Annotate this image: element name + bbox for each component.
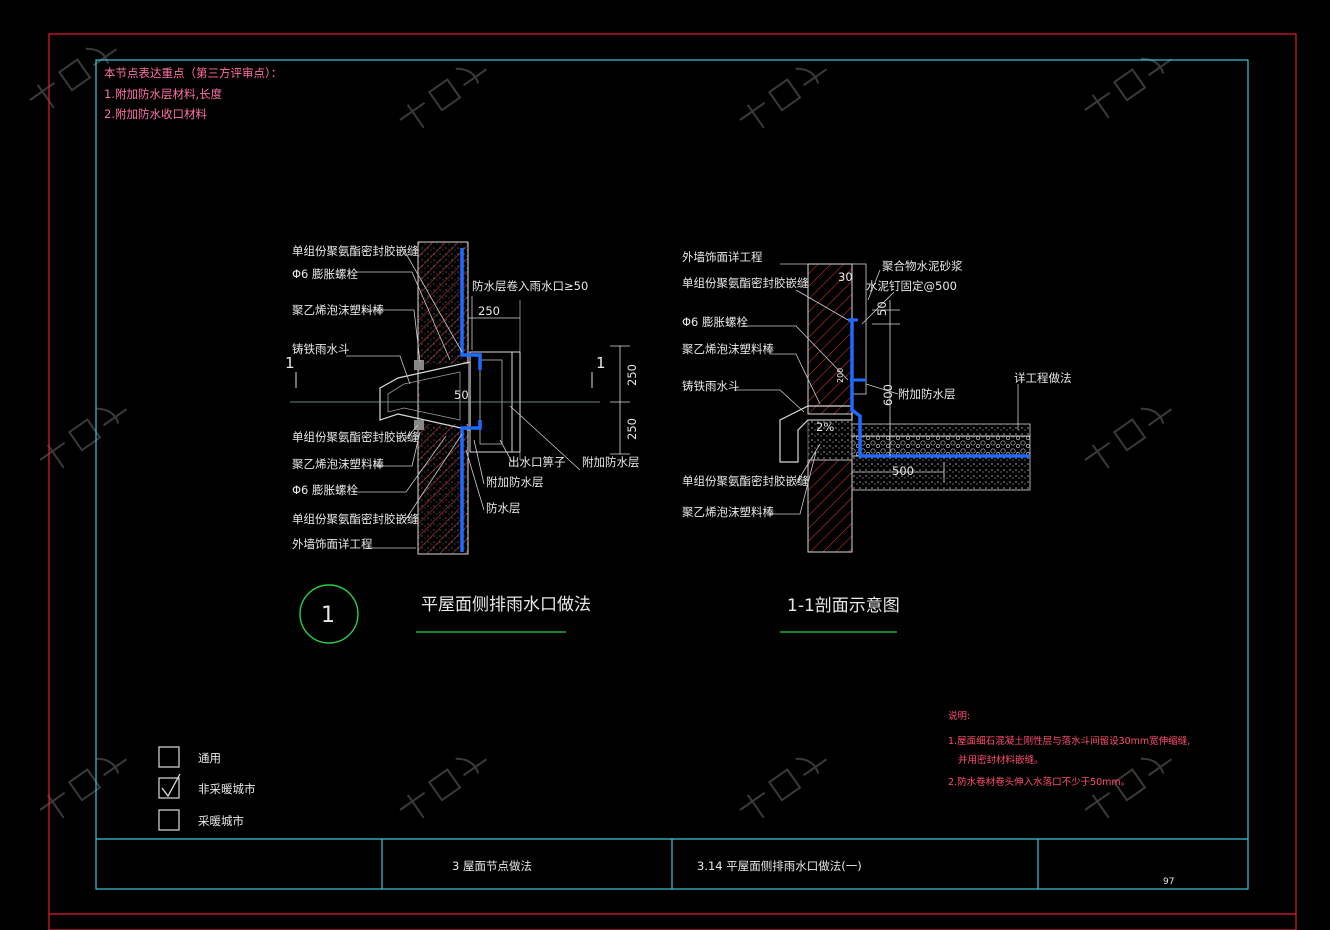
label2-finish: 外墙饰面详工程 (682, 250, 763, 264)
label2-slope: 2% (816, 420, 834, 434)
label2-foam: 聚乙烯泡沫塑料棒 (682, 342, 774, 356)
label2-mortar: 聚合物水泥砂浆 (882, 259, 963, 273)
label-additional: 附加防水层 (486, 475, 544, 489)
label2-drain: 铸铁雨水斗 (682, 379, 740, 393)
check-icon (161, 773, 181, 798)
title-block-drawing: 3.14 平屋面侧排雨水口做法(一) (697, 859, 862, 873)
detail-2-title: 1-1剖面示意图 (787, 596, 900, 616)
label2-foam-low: 聚乙烯泡沫塑料棒 (682, 505, 774, 519)
legend-label-heating: 采暖城市 (198, 814, 244, 828)
explanation-line-2: 并用密封材料嵌缝。 (958, 754, 1044, 766)
dim2-30: 30 (838, 270, 853, 284)
explanation-notes: 说明: 1.屋面细石混凝土刚性层与落水斗间留设30mm宽伸缩缝, 并用密封材料嵌… (948, 710, 1190, 788)
notes-heading: 本节点表达重点（第三方评审点）： (104, 66, 282, 80)
notes-item-2: 2.附加防水收口材料 (104, 107, 207, 121)
detail-1-labels: 单组份聚氨酯密封胶嵌缝 Φ6 膨胀螺栓 聚乙烯泡沫塑料棒 铸铁雨水斗 单组份聚氨… (285, 244, 640, 551)
label-sealant-low: 单组份聚氨酯密封胶嵌缝 (292, 512, 419, 526)
dim-250-top: 250 (478, 304, 500, 318)
dim2-50: 50 (875, 301, 889, 316)
watermark (29, 47, 1173, 819)
detail-1-drawing (290, 241, 630, 555)
label2-sealant-low: 单组份聚氨酯密封胶嵌缝 (682, 474, 809, 488)
label-bolt-top: Φ6 膨胀螺栓 (292, 267, 359, 281)
label-drain: 铸铁雨水斗 (292, 342, 350, 356)
legend-label-general: 通用 (198, 751, 221, 765)
label2-additional: 附加防水层 (898, 387, 956, 401)
legend: 通用 非采暖城市 采暖城市 (158, 746, 256, 831)
detail-1-title: 平屋面侧排雨水口做法 (421, 595, 591, 615)
label-bolt-mid: Φ6 膨胀螺栓 (292, 483, 359, 497)
detail-2-drawing (734, 263, 1031, 553)
label-sealant-top: 单组份聚氨酯密封胶嵌缝 (292, 244, 419, 258)
checkbox-non-heating[interactable] (158, 777, 180, 799)
label2-nail: 水泥钉固定@500 (866, 279, 957, 293)
label-membrane-into: 防水层卷入雨水口≥50 (472, 279, 588, 293)
outer-frame (48, 33, 1297, 930)
explanation-line-1: 1.屋面细石混凝土刚性层与落水斗间留设30mm宽伸缩缝, (948, 735, 1190, 747)
dim-50: 50 (454, 388, 469, 402)
detail-callout-number: 1 (321, 603, 335, 628)
explanation-heading: 说明: (948, 710, 970, 722)
page-number: 97 (1163, 877, 1174, 887)
section-mark-right: 1 (596, 354, 606, 372)
label2-sealant-top: 单组份聚氨酯密封胶嵌缝 (682, 276, 809, 290)
dim-250-vertical-a: 250 (625, 364, 639, 386)
dim2-500: 500 (892, 464, 914, 478)
label2-bolt: Φ6 膨胀螺栓 (682, 315, 749, 329)
dim2-600: 600 (881, 384, 895, 406)
section-mark-left: 1 (285, 354, 295, 372)
label-foam-top: 聚乙烯泡沫塑料棒 (292, 303, 384, 317)
title-block: 3 屋面节点做法 3.14 平屋面侧排雨水口做法(一) 97 (96, 838, 1248, 889)
explanation-line-3: 2.防水卷材卷头伸入水落口不少于50mm。 (948, 776, 1130, 788)
notes-item-1: 1.附加防水层材料,长度 (104, 87, 223, 101)
checkbox-heating[interactable] (158, 809, 180, 831)
legend-label-non-heating: 非采暖城市 (198, 782, 256, 796)
title-block-chapter: 3 屋面节点做法 (452, 859, 532, 873)
checkbox-general[interactable] (158, 746, 180, 768)
dim-250-vertical-b: 250 (625, 418, 639, 440)
label-grate: 出水口箅子 (508, 455, 566, 469)
detail-callout-circle (299, 584, 359, 644)
label-additional-right: 附加防水层 (582, 455, 640, 469)
label-sealant-mid: 单组份聚氨酯密封胶嵌缝 (292, 430, 419, 444)
label-finish: 外墙饰面详工程 (292, 537, 373, 551)
inner-frame (95, 59, 1249, 890)
label-waterproof: 防水层 (486, 501, 521, 515)
review-notes: 本节点表达重点（第三方评审点）： 1.附加防水层材料,长度 2.附加防水收口材料 (104, 66, 282, 121)
dim2-200: 200 (836, 368, 845, 383)
detail-2-labels: 外墙饰面详工程 单组份聚氨酯密封胶嵌缝 Φ6 膨胀螺栓 聚乙烯泡沫塑料棒 铸铁雨… (682, 250, 1072, 519)
label2-roof: 详工程做法 (1014, 371, 1072, 385)
label-foam-mid: 聚乙烯泡沫塑料棒 (292, 457, 384, 471)
